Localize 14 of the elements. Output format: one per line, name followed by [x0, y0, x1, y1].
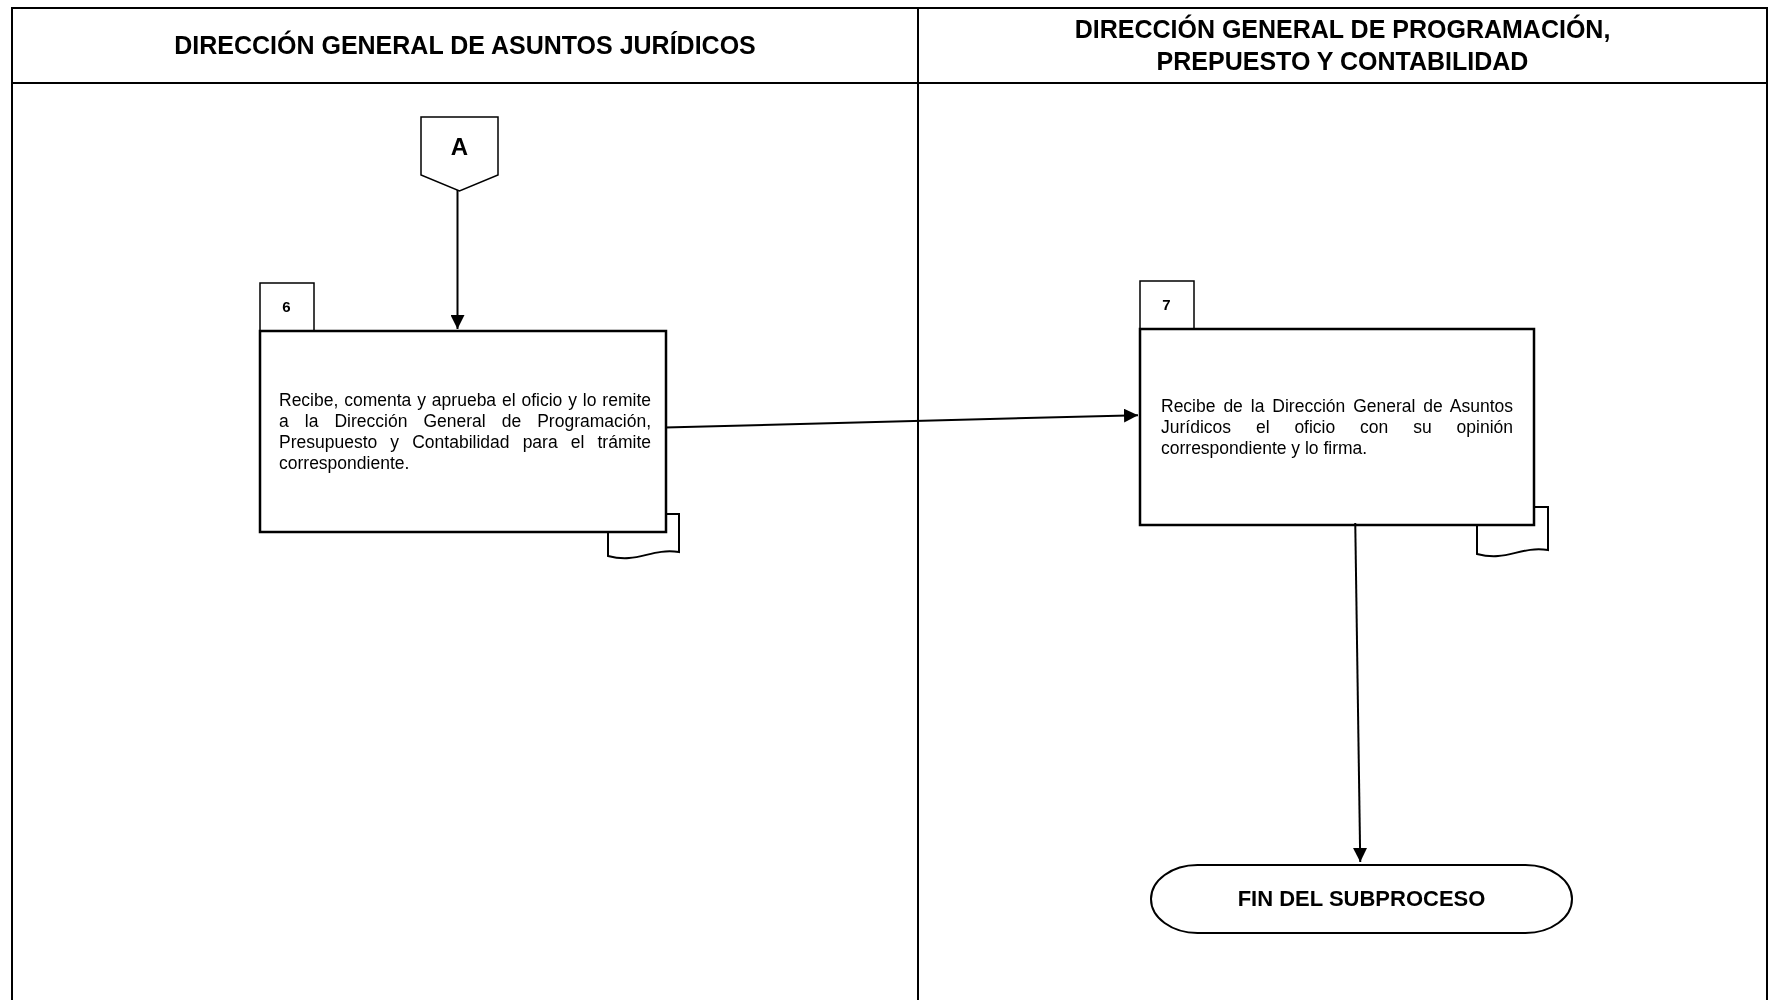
- off-page-connector: [420, 116, 499, 192]
- connector-label: A: [450, 133, 469, 161]
- swimlane: [11, 7, 919, 1000]
- arrow: [450, 189, 465, 330]
- arrow: [1353, 522, 1368, 863]
- arrow: [664, 408, 1139, 429]
- swimlane: [917, 7, 1768, 1000]
- step-number: 7: [1162, 296, 1171, 313]
- step-text: Recibe, comenta y aprueba el oficio y lo remite a la Dirección General de Programación, Presupuesto y Contabilidad para el trámite correspondiente.: [279, 389, 651, 474]
- lane-header: DIRECCIÓN GENERAL DE PROGRAMACIÓN, PREPUESTO Y CONTABILIDAD: [1073, 14, 1612, 77]
- step-text: Recibe de la Dirección General de Asuntos Jurídicos el oficio con su opinión correspondiente y lo firma.: [1161, 395, 1513, 459]
- lane-header: DIRECCIÓN GENERAL DE ASUNTOS JURÍDICOS: [174, 29, 756, 61]
- step-number: 6: [282, 298, 291, 315]
- terminal-label: FIN DEL SUBPROCESO: [1237, 886, 1486, 912]
